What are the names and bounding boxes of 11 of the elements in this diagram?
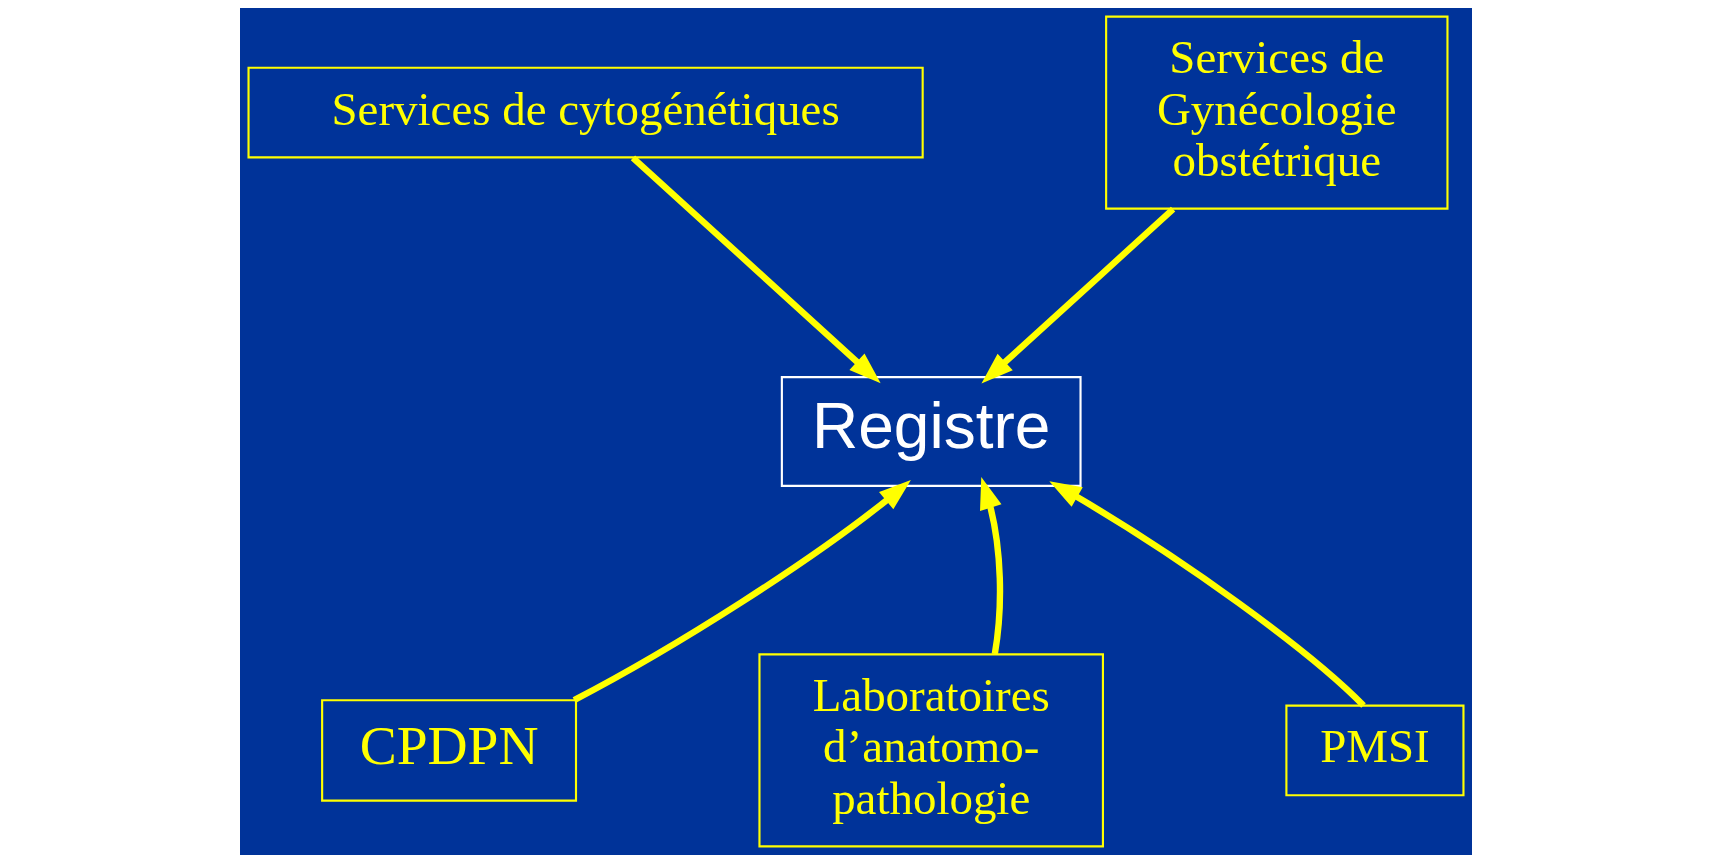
node-box: Services de Gynécologie obstétrique — [1104, 15, 1449, 210]
arrow — [980, 206, 1175, 384]
node-box: Services de cytogénétiques — [246, 66, 924, 159]
arrow — [1048, 481, 1366, 708]
node-box: Registre — [780, 376, 1082, 487]
node-box: Laboratoires d’anatomo- pathologie — [757, 653, 1104, 848]
arrow — [979, 477, 1003, 655]
node-box: PMSI — [1284, 704, 1465, 797]
node-box: CPDPN — [320, 699, 577, 802]
arrow — [572, 480, 911, 703]
arrow — [630, 155, 881, 384]
